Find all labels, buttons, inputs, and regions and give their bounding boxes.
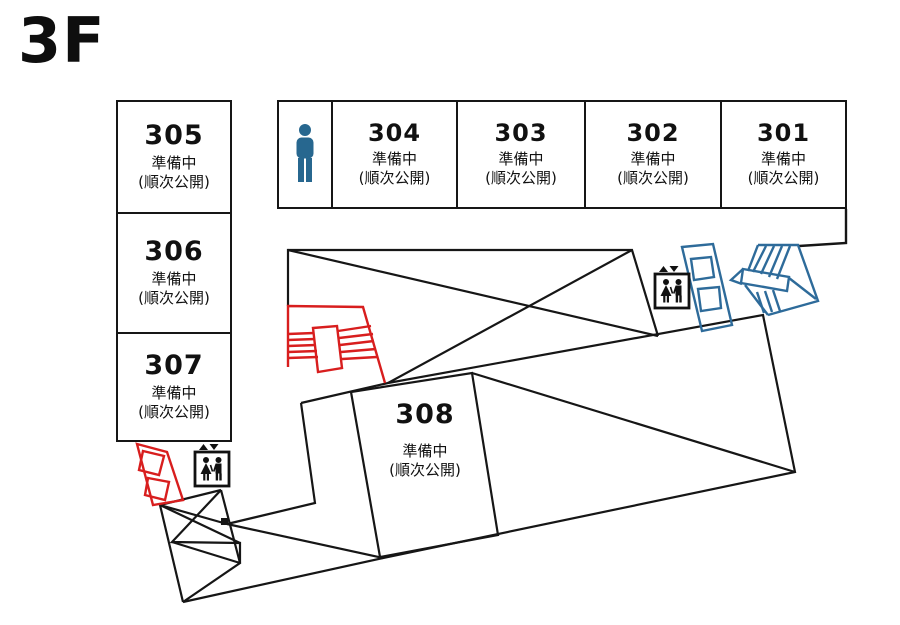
staircase-blue-icon <box>728 243 820 317</box>
corridor-outline <box>182 313 797 604</box>
escalator-red-icon <box>135 442 185 507</box>
room-304-status-1: 準備中 <box>371 149 417 168</box>
man-icon <box>296 123 314 182</box>
room-306-status-1: 準備中 <box>151 269 197 288</box>
escalator-blue-icon <box>680 242 734 333</box>
room-306-number: 306 <box>144 236 204 268</box>
room-302: 302 準備中 (順次公開) <box>584 102 720 207</box>
room-306-status-2: (順次公開) <box>138 289 210 308</box>
mens-restroom-cell <box>279 102 331 207</box>
room-303-status-2: (順次公開) <box>485 169 557 188</box>
room-305-number: 305 <box>144 120 204 152</box>
room-307-status-2: (順次公開) <box>138 403 210 422</box>
room-301-number: 301 <box>756 119 811 148</box>
elevator-icon-lower <box>193 444 231 488</box>
room-307-status-1: 準備中 <box>151 383 197 402</box>
room-303-status-1: 準備中 <box>498 149 544 168</box>
room-304-number: 304 <box>367 119 422 148</box>
room-row-301-304: 304 準備中 (順次公開) 303 準備中 (順次公開) 302 準備中 (順… <box>277 100 847 209</box>
room-301-status-1: 準備中 <box>760 149 806 168</box>
room-305-status-2: (順次公開) <box>138 173 210 192</box>
room-302-status-1: 準備中 <box>630 149 676 168</box>
room-305: 305 準備中 (順次公開) <box>118 102 230 212</box>
room-307-number: 307 <box>144 350 204 382</box>
room-304-status-2: (順次公開) <box>358 169 431 188</box>
elevator-icon-upper <box>653 266 691 310</box>
room-306: 306 準備中 (順次公開) <box>118 212 230 332</box>
staircase-black-icon <box>158 488 242 603</box>
room-305-status-1: 準備中 <box>151 153 197 172</box>
room-301-status-2: (順次公開) <box>747 169 820 188</box>
room-301: 301 準備中 (順次公開) <box>720 102 845 207</box>
room-308-number: 308 <box>395 399 455 430</box>
room-303: 303 準備中 (順次公開) <box>456 102 584 207</box>
room-304: 304 準備中 (順次公開) <box>331 102 456 207</box>
staircase-red-icon <box>286 304 387 384</box>
floor-title: 3F <box>18 4 106 77</box>
room-302-status-2: (順次公開) <box>617 169 689 188</box>
room-column-305-307: 305 準備中 (順次公開) 306 準備中 (順次公開) 307 準備中 (順… <box>116 100 232 442</box>
room-308-status-1: 準備中 <box>402 441 448 460</box>
building-outline <box>798 209 848 248</box>
room-308-status-2: (順次公開) <box>389 461 461 480</box>
room-303-number: 303 <box>494 119 548 148</box>
upper-hall-outline <box>286 248 660 384</box>
room-308-outline <box>349 371 500 559</box>
room-307: 307 準備中 (順次公開) <box>118 332 230 440</box>
room-302-number: 302 <box>626 119 680 148</box>
room-308-label: 308 準備中 (順次公開) <box>335 400 515 481</box>
